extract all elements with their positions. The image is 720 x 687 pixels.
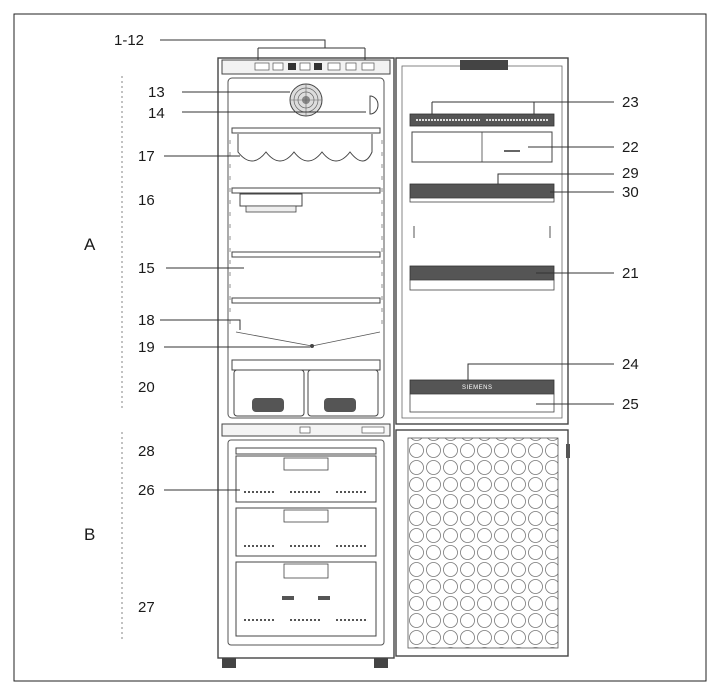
leader-lines-left (160, 39, 366, 491)
label-1-12: 1-12 (114, 32, 144, 49)
label-22: 22 (622, 139, 639, 156)
foot-left (222, 658, 236, 668)
butter-compartment (409, 113, 555, 127)
page-frame (13, 13, 707, 682)
foot-right (374, 658, 388, 668)
freezer-drawer-3 (235, 561, 377, 637)
door-handle (460, 60, 508, 70)
fridge-compartment (227, 77, 385, 419)
label-28: 28 (138, 443, 155, 460)
label-30: 30 (622, 184, 639, 201)
shelf-egg-tray (231, 127, 381, 162)
label-24: 24 (622, 356, 639, 373)
shelf-supports (229, 140, 383, 330)
bottle-shelf: SIEMENS (409, 379, 555, 413)
label-25: 25 (622, 396, 639, 413)
label-27: 27 (138, 599, 155, 616)
label-13: 13 (148, 84, 165, 101)
section-label-a: A (84, 235, 96, 254)
label-15: 15 (138, 260, 155, 277)
vegetable-drawers (231, 359, 381, 417)
freezer-drawer-2 (235, 507, 377, 557)
freezer-tray (235, 447, 377, 455)
freezer-door-honeycomb (407, 437, 559, 649)
interior-light-icon (369, 95, 379, 115)
label-21: 21 (622, 265, 639, 282)
label-26: 26 (138, 482, 155, 499)
freezer-compartment (227, 439, 385, 646)
label-17: 17 (138, 148, 155, 165)
label-19: 19 (138, 339, 155, 356)
brand-logo: SIEMENS (462, 385, 493, 391)
door-shelf-middle (409, 265, 555, 291)
glass-shelf (231, 251, 381, 258)
fridge-door: SIEMENS (395, 57, 569, 425)
door-shelf-upper (409, 183, 555, 203)
label-20: 20 (138, 379, 155, 396)
control-panel-buttons (254, 62, 375, 71)
freezer-drawer-1 (235, 455, 377, 503)
label-18: 18 (138, 312, 155, 329)
label-14: 14 (148, 105, 165, 122)
label-29: 29 (622, 165, 639, 182)
label-16: 16 (138, 192, 155, 209)
shelf-with-box (231, 187, 381, 213)
leader-lines-right (431, 101, 614, 405)
shelf-lower (231, 297, 381, 304)
freezer-door (395, 429, 570, 657)
fan-icon (289, 83, 323, 117)
section-label-b: B (84, 525, 95, 544)
fridge-cabinet (217, 57, 395, 668)
drain-hole (310, 344, 314, 348)
label-23: 23 (622, 94, 639, 111)
